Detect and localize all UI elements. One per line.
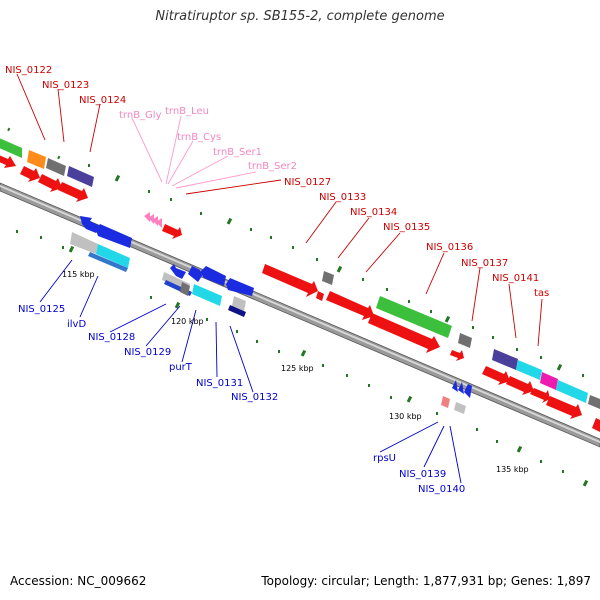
trna-label: trnB_Leu [165,106,209,117]
reverse-genes [70,216,472,414]
gene-label: purT [169,362,193,373]
gene-label: NIS_0124 [79,95,126,106]
tick-label: 115 kbp [62,270,95,279]
forward-genes [0,138,600,432]
tick-labels: 115 kbp 120 kbp 125 kbp 130 kbp 135 kbp [62,270,529,474]
gene-label: NIS_0123 [42,80,89,91]
map-title: Nitratiruptor sp. SB155-2, complete geno… [155,9,445,24]
gene-label: NIS_0122 [5,65,52,76]
gene-label: NIS_0134 [350,207,397,218]
gene-label: NIS_0127 [284,177,331,188]
gene-label: NIS_0129 [124,347,171,358]
gene-label: NIS_0136 [426,242,473,253]
gene-label: NIS_0141 [492,273,539,284]
trna-label: trnB_Ser1 [213,147,262,158]
tick-label: 125 kbp [281,364,314,373]
gene-label: NIS_0132 [231,392,278,403]
gene-label: NIS_0139 [399,469,446,480]
gene-label: NIS_0125 [18,304,65,315]
gene-label: NIS_0128 [88,332,135,343]
gene-label: NIS_0135 [383,222,430,233]
trna-label: trnB_Ser2 [248,161,297,172]
trna-label: trnB_Gly [119,110,162,121]
accession-text: Accession: NC_009662 [10,574,147,588]
gene-label: rpsU [373,453,396,464]
gene-labels-blue: NIS_0125 ilvD NIS_0128 NIS_0129 purT NIS… [18,304,465,495]
gene-label: tas [534,288,549,299]
tick-label: 120 kbp [171,317,204,326]
tick-label: 130 kbp [389,412,422,421]
tick-marks [7,127,589,487]
gene-label: NIS_0131 [196,378,243,389]
gene-label: NIS_0137 [461,258,508,269]
genome-summary-text: Topology: circular; Length: 1,877,931 bp… [261,574,591,588]
gene-label: ilvD [67,319,86,330]
gene-label: NIS_0133 [319,192,366,203]
trna-labels: trnB_Gly trnB_Leu trnB_Cys trnB_Ser1 trn… [119,106,297,172]
tick-label: 135 kbp [496,465,529,474]
genome-backbone [0,182,600,448]
gene-label: NIS_0140 [418,484,465,495]
trna-label: trnB_Cys [177,132,221,143]
gene-labels-red-a: NIS_0122 NIS_0123 NIS_0124 [5,65,126,106]
gene-labels-red-b: NIS_0127 NIS_0133 NIS_0134 NIS_0135 NIS_… [284,177,549,299]
